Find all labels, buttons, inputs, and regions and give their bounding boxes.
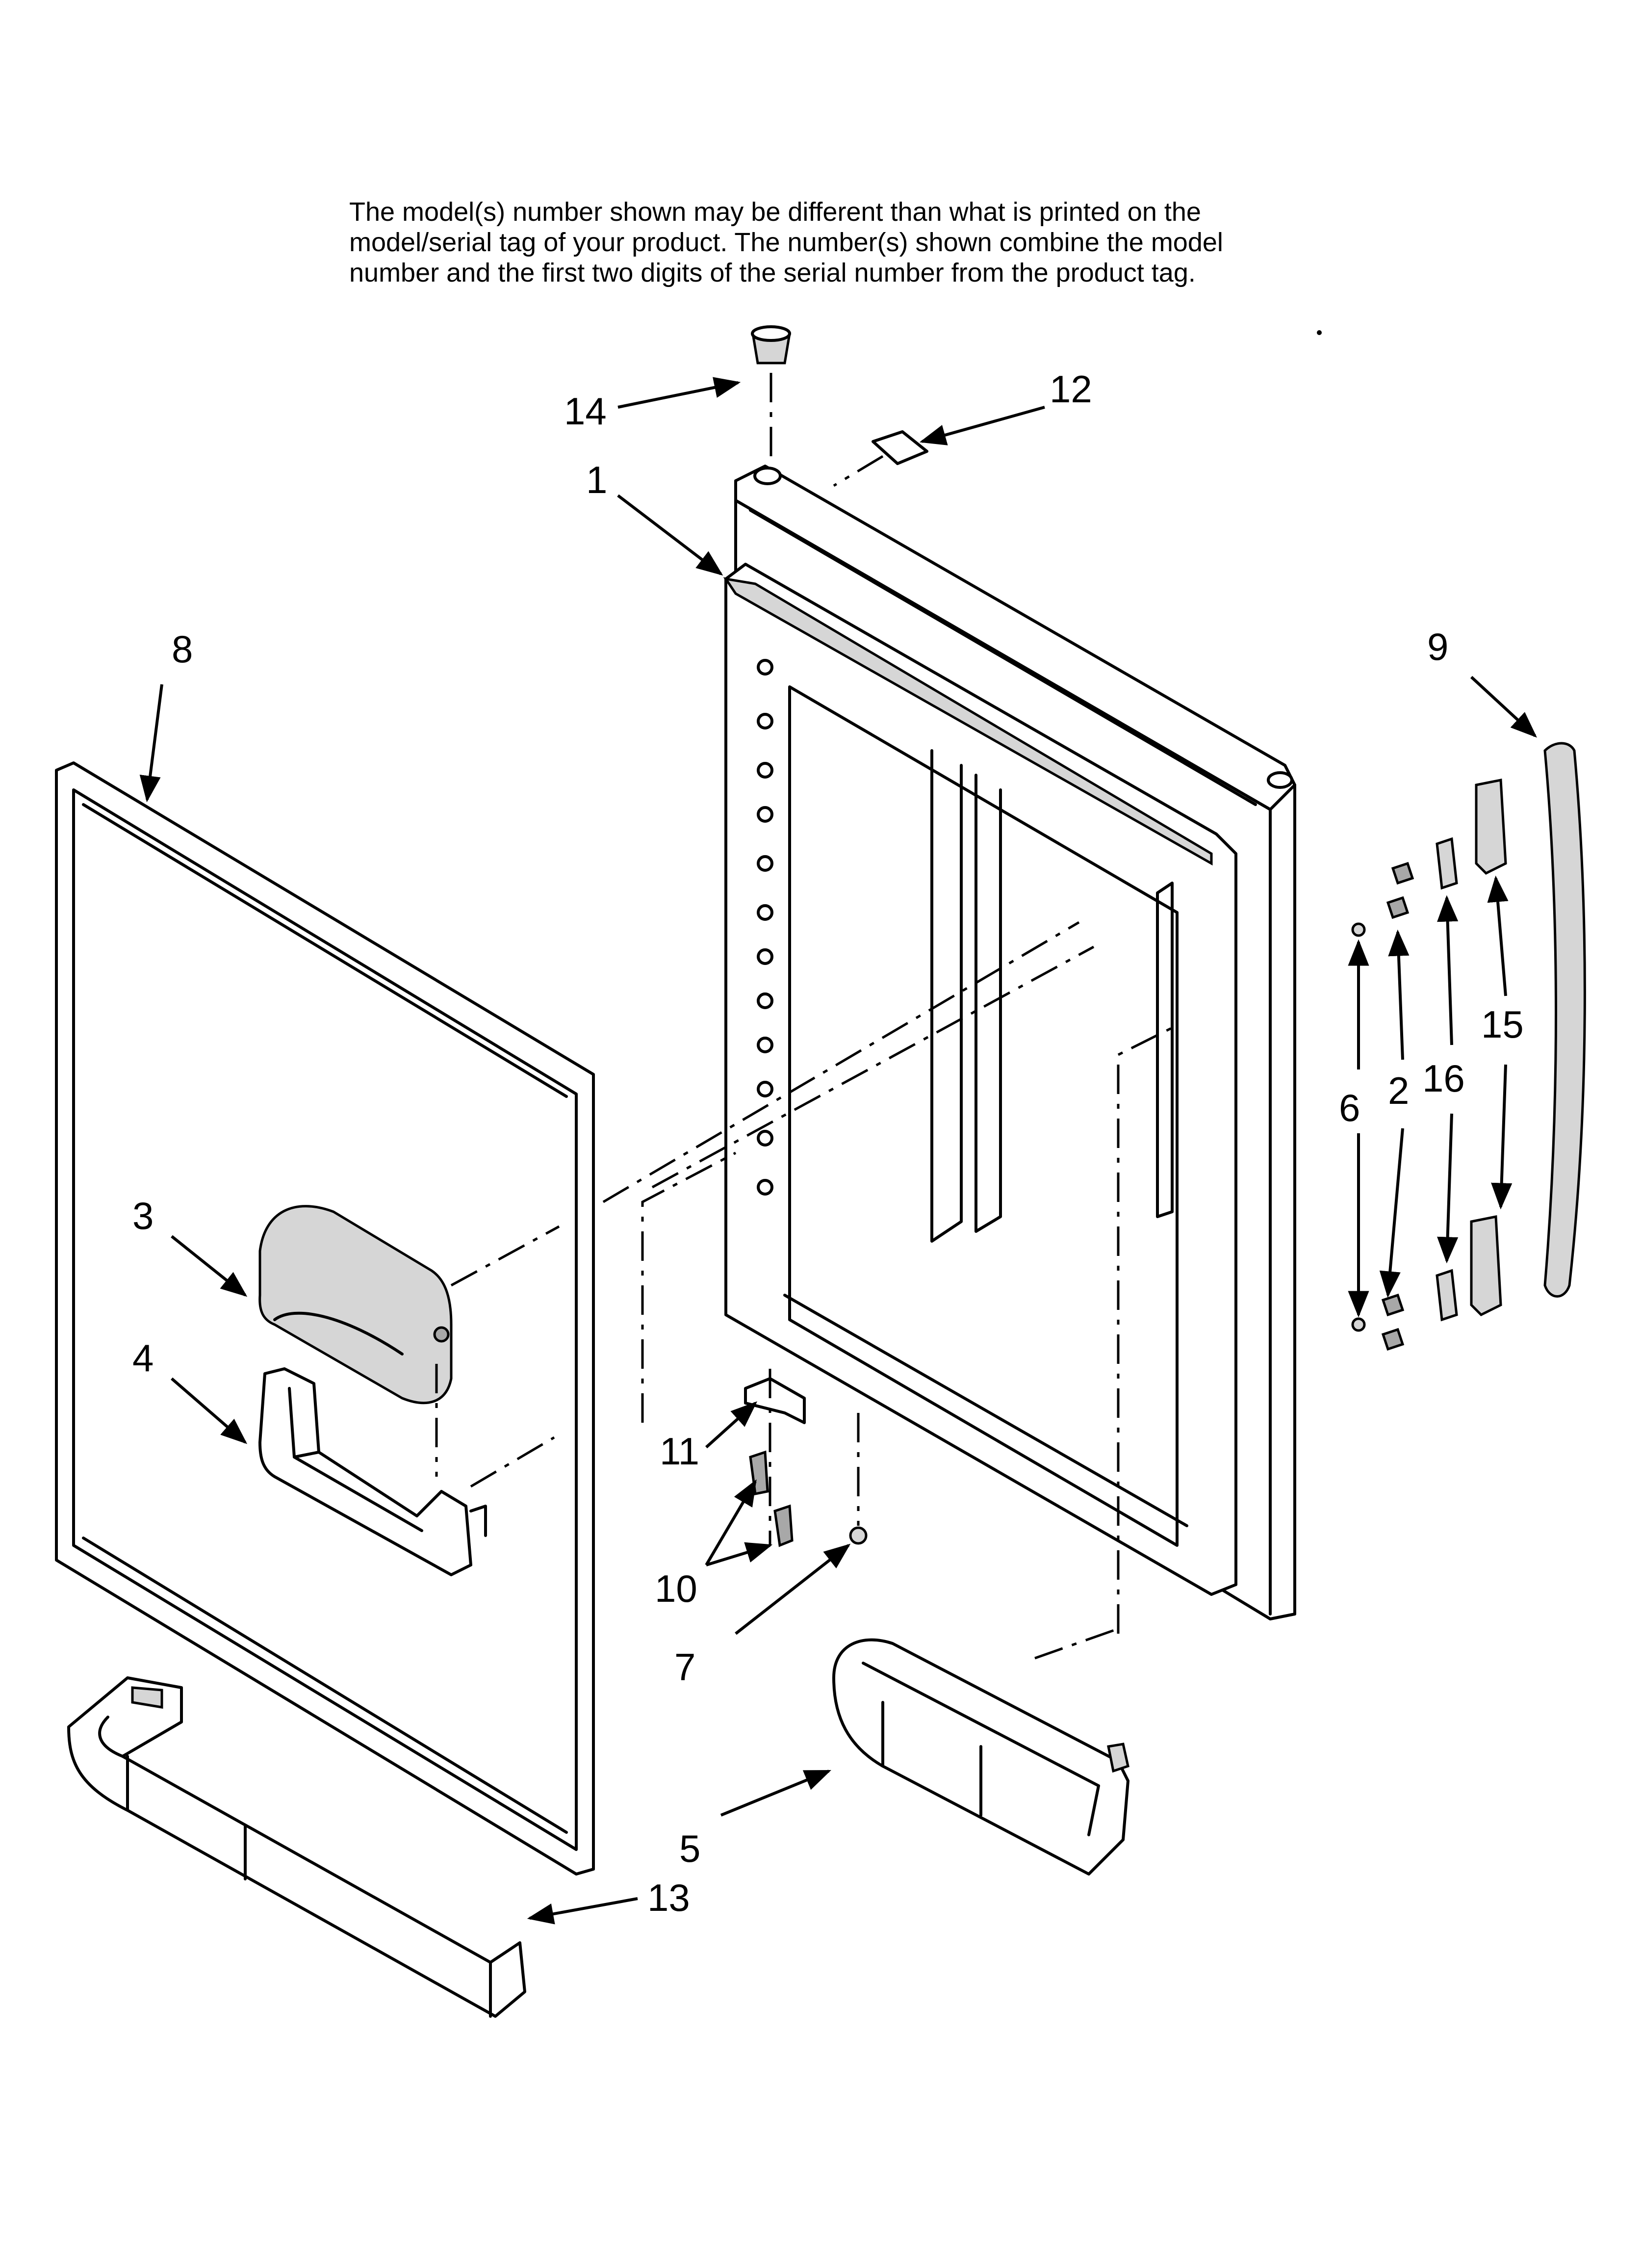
note-line-3: number and the first two digits of the s…: [349, 258, 1196, 287]
callout-9: 9: [1427, 625, 1448, 668]
callout-7: 7: [674, 1645, 695, 1689]
leader-3: [171, 1235, 248, 1297]
leader-13: [527, 1897, 638, 1925]
handle-screw-part-2-lower-a: [1381, 1293, 1405, 1317]
door-bin-part-13: [67, 1676, 526, 2018]
callout-15: 15: [1481, 1003, 1524, 1046]
note-line-1: The model(s) number shown may be differe…: [349, 197, 1201, 227]
leader-15-down: [1491, 1064, 1513, 1210]
callout-12: 12: [1050, 367, 1092, 411]
callout-2: 2: [1388, 1069, 1409, 1112]
callout-5: 5: [679, 1827, 700, 1870]
door-handle-part-9: [1543, 742, 1586, 1298]
callout-leaders: [139, 377, 1537, 1925]
leader-16-up: [1437, 895, 1459, 1045]
callout-4: 4: [132, 1336, 154, 1380]
gasket-pad-part-12: [833, 430, 928, 487]
callout-14: 14: [564, 390, 607, 433]
leader-5: [720, 1770, 831, 1817]
door-liner-part-1: [723, 465, 1296, 1620]
hinge-screw-part-10-b: [773, 1504, 794, 1547]
callout-11: 11: [660, 1430, 699, 1473]
alignment-lines: [435, 921, 1178, 1660]
leader-10a: [705, 1479, 757, 1566]
handle-screw-part-2-lower-b: [1381, 1328, 1405, 1351]
callout-1: 1: [586, 458, 607, 501]
handle-screw-part-2-upper-b: [1386, 896, 1410, 919]
callout-8: 8: [172, 627, 193, 671]
lower-hinge-hardware: [744, 1377, 868, 1547]
door-bin-part-5: [832, 1638, 1129, 1876]
leader-1: [617, 494, 723, 576]
speck-mark: [1317, 330, 1322, 335]
callout-numbers: 14 12 1 8 9 3 4 11 10 7 5 13 6 2 16 15: [132, 367, 1524, 1919]
leader-8: [139, 684, 163, 803]
leader-2-up: [1388, 929, 1410, 1060]
leader-4: [171, 1377, 248, 1444]
handle-bracket-part-15-upper: [1475, 778, 1507, 875]
washer-part-6-lower: [1351, 1317, 1366, 1332]
dairy-door-part-3: [258, 1205, 453, 1405]
leader-9: [1470, 676, 1537, 738]
handle-mount-clip-part-16-lower: [1436, 1269, 1458, 1322]
handle-mount-upper: [1351, 778, 1507, 937]
leader-16-down: [1437, 1113, 1459, 1264]
handle-mount-lower: [1351, 1215, 1502, 1351]
hinge-shim-part-11: [744, 1377, 806, 1424]
callout-10: 10: [655, 1567, 697, 1610]
handle-bracket-part-15-lower: [1470, 1215, 1502, 1317]
hinge-bushing-part-14: [751, 325, 791, 466]
callout-6: 6: [1339, 1086, 1360, 1129]
callout-16: 16: [1422, 1057, 1465, 1100]
leader-7: [735, 1543, 851, 1635]
handle-mount-clip-part-16-upper: [1436, 837, 1458, 890]
leader-15-up: [1487, 875, 1509, 996]
callout-3: 3: [132, 1194, 154, 1237]
leader-2-down: [1379, 1128, 1404, 1298]
note-line-2: model/serial tag of your product. The nu…: [349, 228, 1223, 257]
washer-part-6-upper: [1351, 922, 1366, 937]
leader-11: [705, 1401, 758, 1449]
callout-13: 13: [647, 1876, 690, 1919]
dairy-bin-part-4: [258, 1367, 487, 1576]
leader-14: [617, 377, 741, 409]
plug-part-7: [849, 1526, 868, 1545]
leader-10b: [706, 1542, 773, 1566]
model-number-note: The model(s) number shown may be differe…: [349, 197, 1223, 287]
handle-screw-part-2-upper-a: [1391, 861, 1414, 885]
leader-12: [919, 406, 1045, 445]
shelf-stud-column: [757, 659, 773, 1196]
